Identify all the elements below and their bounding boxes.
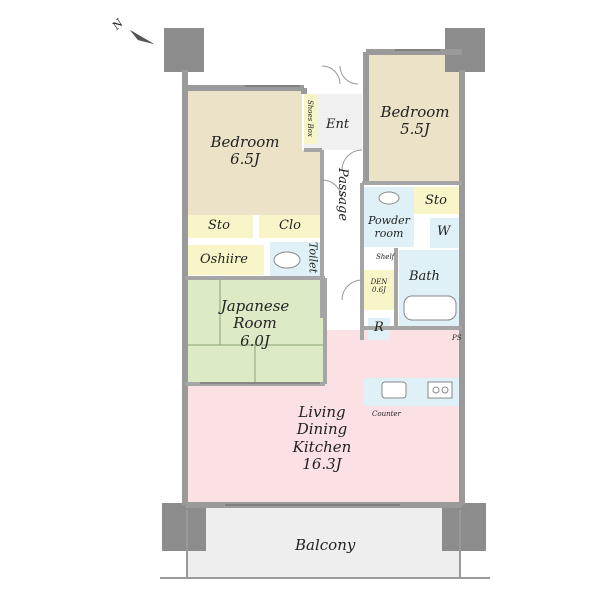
pillar-top-left	[164, 28, 204, 72]
north-arrow-icon	[130, 30, 154, 44]
ldk-line3: Kitchen	[292, 437, 352, 456]
ldk-line2: Dining	[296, 420, 348, 439]
bedroom-right-area	[368, 55, 460, 183]
shoes-box-area	[304, 94, 318, 144]
shoes-box-label: Shoes Box	[306, 100, 315, 137]
passage-area	[322, 150, 364, 318]
den-line2: 0.6J	[372, 286, 386, 295]
stove-burner-icon	[432, 386, 440, 394]
bedroom-left-name: Bedroom	[210, 133, 280, 151]
inner-walls	[185, 148, 462, 386]
ldk-line1: Living	[298, 403, 346, 421]
entrance-label: Ent	[326, 117, 350, 132]
balcony-label: Balcony	[295, 536, 356, 554]
pillar-bottom-right	[442, 503, 486, 551]
balcony-railing	[160, 510, 490, 579]
japanese-room-line1: Japanese	[220, 297, 290, 315]
japanese-room-label: Japanese Room 6.0J	[215, 297, 295, 350]
powder-room-line1: Powder	[368, 214, 410, 227]
kitchen-stove-fixture	[427, 381, 453, 399]
r-label: R	[374, 320, 384, 335]
sto-left-label: Sto	[208, 218, 230, 233]
bedroom-left-size: 6.5J	[230, 150, 260, 169]
shelf-label: Shelf	[376, 253, 395, 261]
den-line1: DEN	[370, 278, 388, 286]
bedroom-right-size: 5.5J	[400, 120, 430, 139]
sto-right-label: Sto	[425, 193, 447, 208]
kitchen-sink-fixture	[381, 381, 407, 399]
w-label: W	[437, 224, 451, 239]
toilet-fixture	[273, 251, 301, 269]
clo-area	[259, 215, 322, 238]
japanese-room-size: 6.0J	[240, 331, 270, 350]
ldk-upper-area	[323, 330, 460, 384]
toilet-label: Toilet	[306, 242, 320, 274]
bathtub-fixture	[403, 295, 457, 321]
clo-label: Clo	[279, 218, 301, 233]
bedroom-right-name: Bedroom	[380, 103, 450, 121]
bath-label: Bath	[409, 269, 440, 284]
balcony-area	[187, 508, 460, 578]
japanese-room-line2: Room	[233, 314, 277, 333]
counter-label: Counter	[372, 410, 401, 418]
bedroom-left-notch	[302, 150, 322, 215]
den-area	[364, 270, 394, 310]
sink-fixture	[378, 191, 400, 205]
windows	[200, 49, 440, 506]
ldk-label: Living Dining Kitchen 16.3J	[277, 403, 367, 473]
sto-left-area	[187, 215, 253, 238]
ldk-size: 16.3J	[302, 454, 342, 473]
w-area	[430, 218, 460, 248]
tatami-lines	[187, 279, 323, 382]
passage-label: Passage	[334, 168, 350, 222]
ps-label: PS	[452, 334, 462, 342]
oshiire-label: Oshiire	[200, 252, 248, 267]
oshiire-area	[187, 245, 264, 275]
powder-room-line2: room	[374, 226, 404, 240]
bedroom-right-label: Bedroom 5.5J	[375, 103, 455, 139]
sto-right-area	[414, 187, 460, 214]
powder-room-label: Powder room	[364, 214, 414, 240]
bedroom-left-area	[187, 88, 302, 215]
den-label: DEN 0.6J	[365, 278, 393, 294]
stove-burner-icon	[441, 386, 449, 394]
pillar-bottom-left	[162, 503, 206, 551]
bedroom-left-label: Bedroom 6.5J	[205, 133, 285, 169]
door-swings	[321, 65, 363, 301]
